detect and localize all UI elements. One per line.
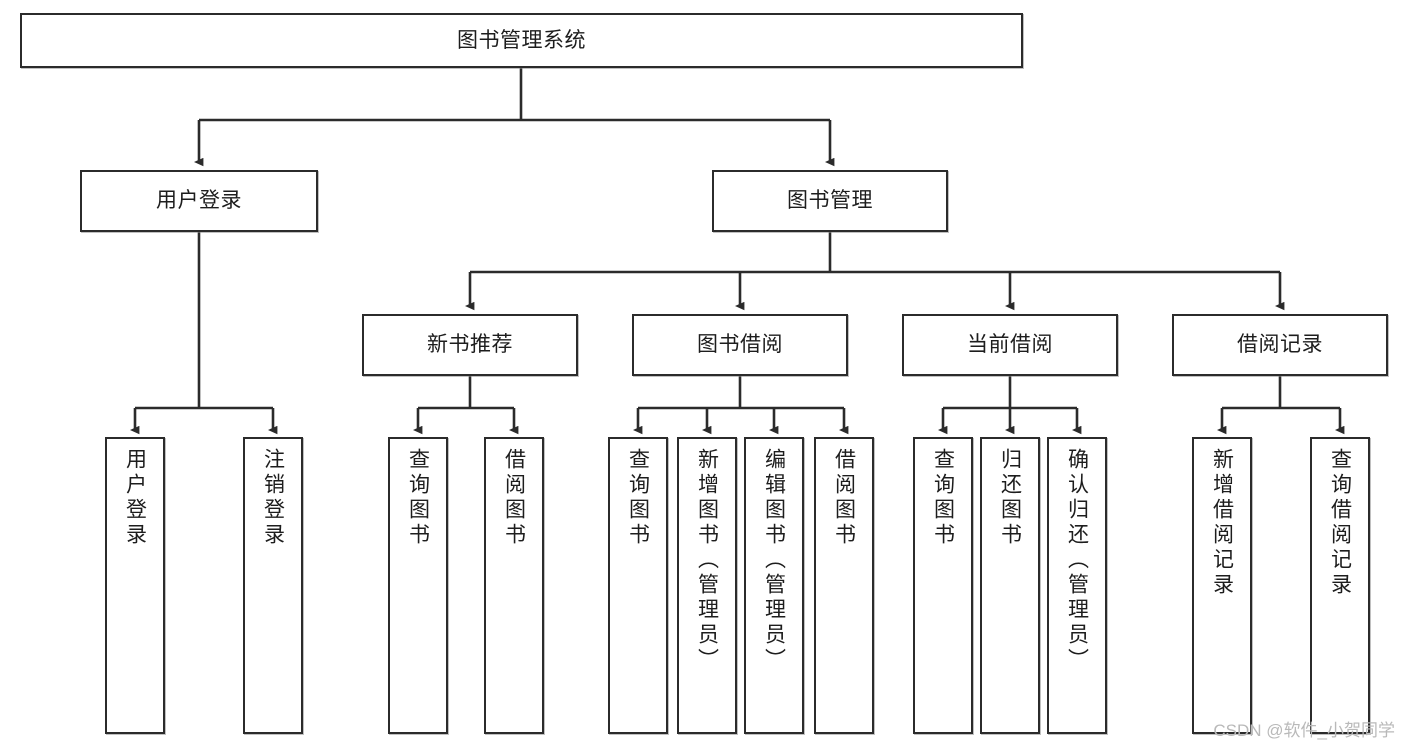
- node-label: 用户登录: [123, 448, 147, 548]
- node-label: 借阅图书: [502, 448, 526, 548]
- node-label: 查询图书: [406, 448, 430, 548]
- leaf-record-add[interactable]: 新增借阅记录: [1192, 437, 1252, 734]
- leaf-borrow-borrow-book[interactable]: 借阅图书: [814, 437, 874, 734]
- leaf-new-book-query[interactable]: 查询图书: [388, 437, 448, 734]
- leaf-current-return-book[interactable]: 归还图书: [980, 437, 1040, 734]
- leaf-borrow-edit-book[interactable]: 编辑图书（管理员）: [744, 437, 804, 734]
- node-label: 图书管理: [787, 189, 873, 213]
- leaf-borrow-add-book[interactable]: 新增图书（管理员）: [677, 437, 737, 734]
- node-label: 借阅记录: [1237, 333, 1323, 357]
- node-label: 查询图书: [931, 448, 955, 548]
- leaf-user-login-signin[interactable]: 用户登录: [105, 437, 165, 734]
- node-label: 图书管理系统: [457, 28, 586, 52]
- node-label: 新增图书（管理员）: [695, 448, 719, 673]
- node-label: 查询借阅记录: [1328, 448, 1352, 598]
- node-label: 注销登录: [261, 448, 285, 548]
- node-book-borrow[interactable]: 图书借阅: [632, 314, 848, 376]
- leaf-current-query-book[interactable]: 查询图书: [913, 437, 973, 734]
- node-book-management[interactable]: 图书管理: [712, 170, 948, 232]
- node-label: 归还图书: [998, 448, 1022, 548]
- node-new-book-recommend[interactable]: 新书推荐: [362, 314, 578, 376]
- csdn-watermark: CSDN @软件_小贺同学: [1213, 721, 1395, 740]
- node-borrow-record[interactable]: 借阅记录: [1172, 314, 1388, 376]
- node-label: 查询图书: [626, 448, 650, 548]
- node-root-system[interactable]: 图书管理系统: [20, 13, 1023, 68]
- node-label: 确认归还（管理员）: [1065, 448, 1089, 673]
- node-label: 用户登录: [156, 189, 242, 213]
- node-label: 新增借阅记录: [1210, 448, 1234, 598]
- node-label: 图书借阅: [697, 333, 783, 357]
- node-label: 借阅图书: [832, 448, 856, 548]
- node-user-login[interactable]: 用户登录: [80, 170, 318, 232]
- node-label: 新书推荐: [427, 333, 513, 357]
- node-current-borrow[interactable]: 当前借阅: [902, 314, 1118, 376]
- leaf-new-book-borrow[interactable]: 借阅图书: [484, 437, 544, 734]
- leaf-user-login-signout[interactable]: 注销登录: [243, 437, 303, 734]
- node-label: 当前借阅: [967, 333, 1053, 357]
- leaf-borrow-query-book[interactable]: 查询图书: [608, 437, 668, 734]
- leaf-current-confirm-return[interactable]: 确认归还（管理员）: [1047, 437, 1107, 734]
- leaf-record-query[interactable]: 查询借阅记录: [1310, 437, 1370, 734]
- node-label: 编辑图书（管理员）: [762, 448, 786, 673]
